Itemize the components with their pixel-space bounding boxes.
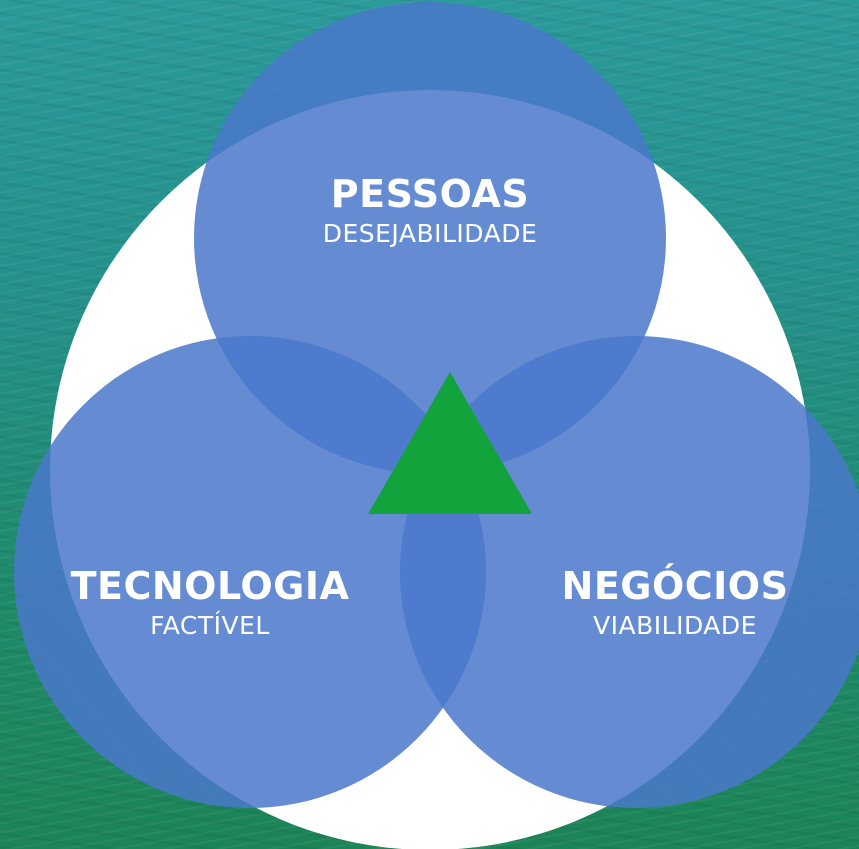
title-pessoas: PESSOAS (330, 172, 530, 216)
subtitle-pessoas: DESEJABILIDADE (322, 219, 538, 248)
circle-negocios (400, 336, 859, 808)
subtitle-negocios: VIABILIDADE (593, 611, 757, 640)
subtitle-tecnologia: FACTÍVEL (150, 611, 270, 640)
label-negocios: NEGÓCIOS VIABILIDADE (475, 563, 859, 643)
title-tecnologia: TECNOLOGIA (70, 564, 350, 608)
label-pessoas: PESSOAS DESEJABILIDADE (230, 171, 630, 251)
label-tecnologia: TECNOLOGIA FACTÍVEL (10, 563, 410, 643)
circle-tecnologia (14, 336, 486, 808)
title-negocios: NEGÓCIOS (561, 564, 789, 608)
center-triangle-icon (368, 372, 532, 514)
